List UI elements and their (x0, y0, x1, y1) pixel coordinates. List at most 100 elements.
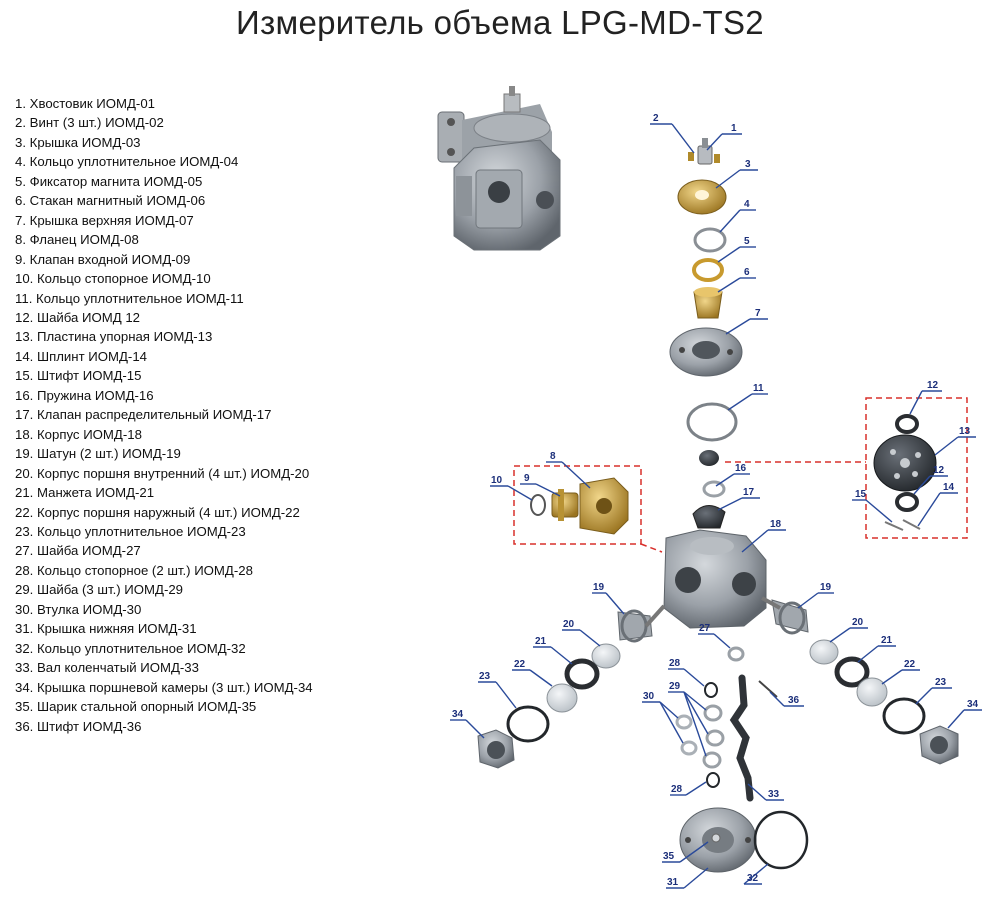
callout-15: 15 (855, 489, 867, 500)
part-29-washers (702, 704, 725, 769)
part-28-retaining-ring-bottom (706, 772, 720, 788)
thrust-plate-detail-box (865, 397, 968, 539)
callout-14: 14 (943, 482, 955, 493)
callout-19-right: 19 (820, 582, 832, 593)
part-item: 19. Шатун (2 шт.) ИОМД-19 (15, 446, 181, 462)
part-35-steel-ball (711, 833, 721, 843)
part-5-magnet-lock (692, 258, 724, 282)
part-6-magnet-cup (693, 287, 723, 319)
part-9-inlet-valve (551, 489, 579, 521)
callout-6: 6 (744, 267, 750, 278)
part-item: 7. Крышка верхняя ИОМД-07 (15, 212, 194, 228)
part-22-outer-piston-right (856, 677, 888, 707)
part-2-screws (688, 152, 720, 163)
part-item: 31. Крышка нижняя ИОМД-31 (15, 621, 197, 637)
part-item: 30. Втулка ИОМД-30 (15, 601, 142, 617)
callout-36: 36 (788, 695, 800, 706)
assembled-meter-image (437, 86, 561, 251)
part-17-distribution-valve (692, 505, 726, 529)
part-item: 12. Шайба ИОМД 12 (15, 309, 141, 325)
part-21-cuff-right (834, 656, 870, 688)
part-item: 36. Штифт ИОМД-36 (15, 718, 142, 734)
callout-31: 31 (667, 877, 679, 888)
callout-8: 8 (550, 451, 556, 462)
part-12-washer-top (895, 414, 919, 434)
callout-30: 30 (643, 691, 655, 702)
callout-12-top: 12 (927, 380, 939, 391)
callout-5: 5 (744, 236, 750, 247)
inlet-detail-box (513, 465, 642, 545)
callout-18: 18 (770, 519, 782, 530)
part-14-split-pin (902, 519, 921, 530)
part-item: 32. Кольцо уплотнительное ИОМД-32 (15, 640, 246, 656)
part-28-retaining-ring-top (704, 682, 718, 698)
part-item: 14. Шплинт ИОМД-14 (15, 348, 147, 364)
part-18-body (663, 529, 767, 629)
callout-labels: 1 2 3 4 5 6 7 11 12 13 12 14 15 16 17 18… (452, 113, 979, 888)
callout-12-bottom: 12 (933, 465, 945, 476)
parts-list: 1. Хвостовик ИОМД-01 2. Винт (3 шт.) ИОМ… (15, 94, 313, 736)
part-item: 28. Кольцо стопорное (2 шт.) ИОМД-28 (15, 562, 253, 578)
part-item: 27. Шайба ИОМД-27 (15, 543, 141, 559)
page-title: Измеритель объема LPG-MD-TS2 (236, 4, 764, 41)
part-34-piston-chamber-cover-left (477, 729, 515, 769)
callout-27: 27 (699, 623, 711, 634)
callout-13: 13 (959, 426, 971, 437)
callout-4: 4 (744, 199, 750, 210)
part-item: 20. Корпус поршня внутренний (4 шт.) ИОМ… (15, 465, 310, 481)
part-27-washer (727, 646, 745, 662)
part-item: 23. Кольцо уплотнительное ИОМД-23 (15, 523, 246, 539)
part-item: 33. Вал коленчатый ИОМД-33 (15, 660, 199, 676)
callout-11: 11 (753, 383, 764, 394)
part-item: 9. Клапан входной ИОМД-09 (15, 251, 191, 267)
part-12-washer-bottom (895, 492, 919, 512)
part-23-o-ring-right (882, 697, 926, 735)
callout-21-left: 21 (535, 636, 547, 647)
callout-3: 3 (745, 159, 751, 170)
part-11-o-ring (686, 402, 738, 442)
part-item: 5. Фиксатор магнита ИОМД-05 (15, 173, 203, 189)
part-10-retaining-ring (530, 494, 546, 516)
part-item: 22. Корпус поршня наружный (4 шт.) ИОМД-… (15, 504, 300, 520)
part-item: 13. Пластина упорная ИОМД-13 (15, 329, 213, 345)
part-30-bushings (675, 714, 698, 756)
part-item: 4. Кольцо уплотнительное ИОМД-04 (15, 154, 239, 170)
part-19-connecting-rod-left (617, 604, 666, 643)
part-32-o-ring (753, 810, 809, 870)
callout-22-left: 22 (514, 659, 526, 670)
callout-10: 10 (491, 475, 503, 486)
part-23-o-ring-left (506, 705, 550, 743)
part-item: 6. Стакан магнитный ИОМД-06 (15, 193, 206, 209)
part-8-flange (579, 477, 629, 535)
callout-32: 32 (747, 873, 759, 884)
part-16-spring-and-valve-seat (699, 450, 726, 498)
callout-34-right: 34 (967, 699, 979, 710)
part-20-inner-piston-right (809, 639, 839, 665)
callout-28-top: 28 (669, 658, 681, 669)
callout-23-right: 23 (935, 677, 947, 688)
callout-29: 29 (669, 681, 681, 692)
part-3-cover (677, 179, 727, 215)
part-33-crankshaft (729, 674, 754, 802)
part-item: 29. Шайба (3 шт.) ИОМД-29 (15, 582, 184, 598)
part-13-thrust-plate (873, 434, 937, 492)
callout-28-bottom: 28 (671, 784, 683, 795)
part-item: 11. Кольцо уплотнительное ИОМД-11 (15, 290, 244, 306)
callout-23-left: 23 (479, 671, 491, 682)
part-item: 34. Крышка поршневой камеры (3 шт.) ИОМД… (15, 679, 313, 695)
inlet-detail-leader (640, 543, 663, 553)
part-item: 3. Крышка ИОМД-03 (15, 134, 141, 150)
part-1-shank (697, 138, 713, 165)
callout-19-left: 19 (593, 582, 605, 593)
part-item: 21. Манжета ИОМД-21 (15, 485, 155, 501)
callout-17: 17 (743, 487, 755, 498)
callout-33: 33 (768, 789, 780, 800)
callout-21-right: 21 (881, 635, 893, 646)
part-item: 35. Шарик стальной опорный ИОМД-35 (15, 699, 257, 715)
part-item: 18. Корпус ИОМД-18 (15, 426, 142, 442)
callout-22-right: 22 (904, 659, 916, 670)
part-15-pin (884, 521, 904, 531)
part-item: 8. Фланец ИОМД-08 (15, 232, 139, 248)
part-item: 2. Винт (3 шт.) ИОМД-02 (15, 115, 164, 131)
